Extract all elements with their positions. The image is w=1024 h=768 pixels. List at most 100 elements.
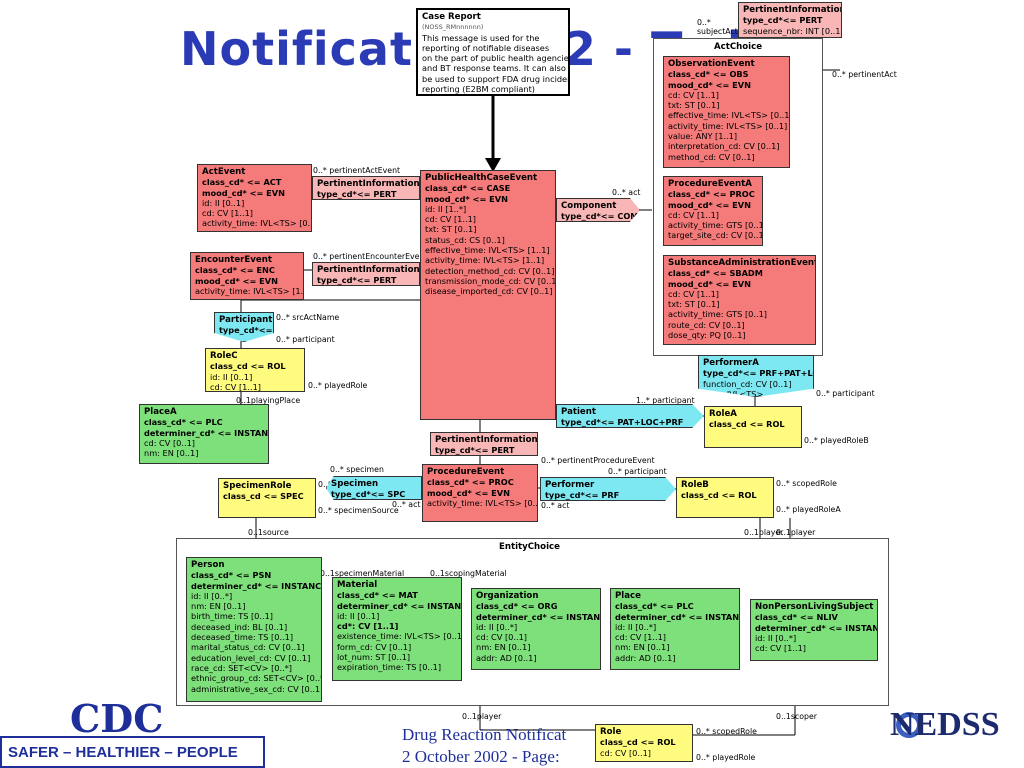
box-header: PlaceA	[144, 407, 177, 417]
box-header: Patient	[561, 407, 596, 417]
box-line: target_site_cd: CV [0..1]	[668, 230, 763, 241]
box-line: cd*: CV [1..1]	[337, 621, 399, 632]
act-event-box: ActEvent class_cd* <= ACT mood_cd* <= EV…	[197, 164, 312, 232]
box-line: effective_time: IVL<TS> [1..1]	[425, 245, 550, 256]
box-line: class_cd* <= PROC	[427, 477, 514, 488]
label-participant-3: 0..* participant	[608, 467, 667, 476]
box-line: id: II [0..1]	[202, 197, 245, 208]
box-line: txt: ST [0..1]	[668, 100, 720, 111]
box-line: cd: CV [1..1]	[755, 643, 806, 654]
footer-tagline: SAFER – HEALTHIER – PEOPLE	[8, 744, 238, 761]
box-header: Place	[615, 591, 641, 601]
box-line: determiner_cd* <= INSTANCE	[144, 427, 269, 438]
procedure-event-a-box: ProcedureEventA class_cd* <= PROC mood_c…	[663, 176, 763, 246]
box-header: Material	[337, 580, 378, 590]
box-line: transmission_mode_cd: CV [0..1]	[425, 275, 556, 286]
box-line: activity_time: IVL<TS> [0..1]	[668, 120, 788, 131]
label-scoping-material: 0..1scopingMaterial	[430, 569, 507, 578]
role-box: Role class_cd <= ROL cd: CV [0..1]	[595, 724, 693, 762]
box-line: type_cd*<= PRF+PAT+LOC	[703, 368, 814, 379]
box-line: deceased_ind: BL [0..1]	[191, 621, 288, 632]
box-line: mood_cd* <= EVN	[202, 187, 285, 198]
case-report-line: reporting (E2BM compliant)	[422, 84, 535, 95]
specimen-box: Specimen type_cd*<= SPC	[326, 476, 422, 500]
nedss-logo: NEDSS	[890, 706, 1000, 743]
box-line: effective_time: IVL<TS> [0..1]	[668, 110, 790, 121]
box-line: nm: EN [0..1]	[615, 642, 670, 653]
role-c-box: RoleC class_cd <= ROL id: II [0..1] cd: …	[205, 348, 305, 392]
box-line: id: II [0..*]	[476, 621, 518, 632]
box-line: id: II [1..*]	[425, 203, 467, 214]
box-line: addr: AD [0..1]	[615, 652, 676, 663]
box-header: RoleC	[210, 351, 238, 361]
non-person-living-subject-box: NonPersonLivingSubject class_cd* <= NLIV…	[750, 599, 878, 661]
box-line: function_cd: CV [0..1]	[703, 378, 792, 389]
box-line: type_cd*<= PRF	[545, 490, 620, 501]
box-line: mood_cd* <= EVN	[668, 278, 751, 289]
box-header: Organization	[476, 591, 539, 601]
label-playing-place: 0..1playingPlace	[236, 396, 301, 405]
box-header: Performer	[545, 480, 595, 490]
label-participant: 0..* participant	[276, 335, 335, 344]
box-line: route_cd: CV [0..1]	[668, 319, 745, 330]
box-line: class_cd <= ROL	[600, 737, 676, 748]
box-line: mood_cd* <= EVN	[668, 199, 751, 210]
label-specimen: 0..* specimen	[330, 465, 384, 474]
box-line: activity_time: GTS [0..1]	[668, 220, 763, 231]
label-scoped-role: 0..* scopedRole	[776, 479, 837, 488]
box-header: PerformerA	[703, 358, 759, 368]
label-scoper: 0..1scoper	[776, 712, 817, 721]
person-box: Person class_cd* <= PSN determiner_cd* <…	[186, 557, 322, 702]
box-line: class_cd* <= PLC	[144, 417, 223, 428]
case-report-box: Case Report (NOSS_RMnnnnnn) This message…	[416, 8, 570, 96]
box-line: class_cd* <= ORG	[476, 601, 558, 612]
box-line: determiner_cd* <= INSTANCE	[476, 611, 601, 622]
case-report-line: be used to support FDA drug incident	[422, 73, 570, 84]
box-line: activity_time: IVL<TS> [1..1]	[425, 255, 545, 266]
box-line: class_cd <= SPEC	[223, 491, 304, 502]
box-line: class_cd* <= ACT	[202, 177, 282, 188]
box-line: id: II [0..1]	[210, 371, 253, 382]
specimen-role-box: SpecimenRole class_cd <= SPEC	[218, 478, 316, 518]
box-line: deceased_time: TS [0..1]	[191, 632, 294, 643]
footer-doc-title: Drug Reaction Notificat	[402, 725, 567, 744]
box-line: class_cd* <= MAT	[337, 590, 418, 601]
box-line: mood_cd* <= EVN	[668, 79, 751, 90]
box-line: id: II [0..*]	[615, 621, 657, 632]
performer-box: Performer type_cd*<= PRF	[540, 477, 676, 501]
box-header: ProcedureEvent	[427, 467, 505, 477]
act-choice-header: ActChoice	[714, 42, 763, 52]
box-line: cd: CV [0..1]	[600, 747, 651, 758]
box-line: type_cd*<= PAT+LOC+PRF	[561, 417, 684, 428]
box-line: addr: AD [0..1]	[476, 652, 537, 663]
box-header: RoleA	[709, 409, 737, 419]
place-a-box: PlaceA class_cd* <= PLC determiner_cd* <…	[139, 404, 269, 464]
box-line: cd: CV [1..1]	[668, 89, 719, 100]
box-line: id: II [0..*]	[755, 632, 797, 643]
label-participant-1: 1..* participant	[636, 396, 695, 405]
box-line: method_cd: CV [0..1]	[668, 151, 755, 162]
box-line: mood_cd* <= EVN	[195, 275, 278, 286]
box-line: detection_method_cd: CV [0..1]	[425, 265, 555, 276]
box-line: determiner_cd* <= INSTANCE	[337, 600, 462, 611]
box-line: lot_num: ST [0..1]	[337, 652, 411, 663]
label-specimen-source: 0..* specimenSource	[318, 506, 399, 515]
box-header: Component	[561, 201, 617, 211]
box-line: class_cd* <= PLC	[615, 601, 694, 612]
box-line: class_cd* <= SBADM	[668, 268, 763, 279]
box-line: education_level_cd: CV [0..1]	[191, 652, 311, 663]
box-header: NonPersonLivingSubject	[755, 602, 874, 612]
box-line: marital_status_cd: CV [0..1]	[191, 642, 305, 653]
box-line: mood_cd* <= EVN	[425, 193, 508, 204]
label-pertinent-act-event: 0..* pertinentActEvent	[313, 166, 401, 175]
label-player-2: 0..1player	[776, 528, 816, 537]
box-line: class_cd* <= OBS	[668, 69, 749, 80]
box-line: administrative_sex_cd: CV [0..1]	[191, 683, 322, 694]
label-pertinent-act: 0..* pertinentAct	[832, 70, 897, 79]
box-line: existence_time: IVL<TS> [0..1]	[337, 631, 462, 642]
label-pertinent-procedure-event: 0..* pertinentProcedureEvent	[541, 456, 655, 465]
label-act-3: 0..* act	[541, 501, 570, 510]
label-act: 0..* act	[612, 188, 641, 197]
box-line: type_cd*<= PERT	[317, 189, 397, 200]
procedure-event-box: ProcedureEvent class_cd* <= PROC mood_cd…	[422, 464, 538, 522]
